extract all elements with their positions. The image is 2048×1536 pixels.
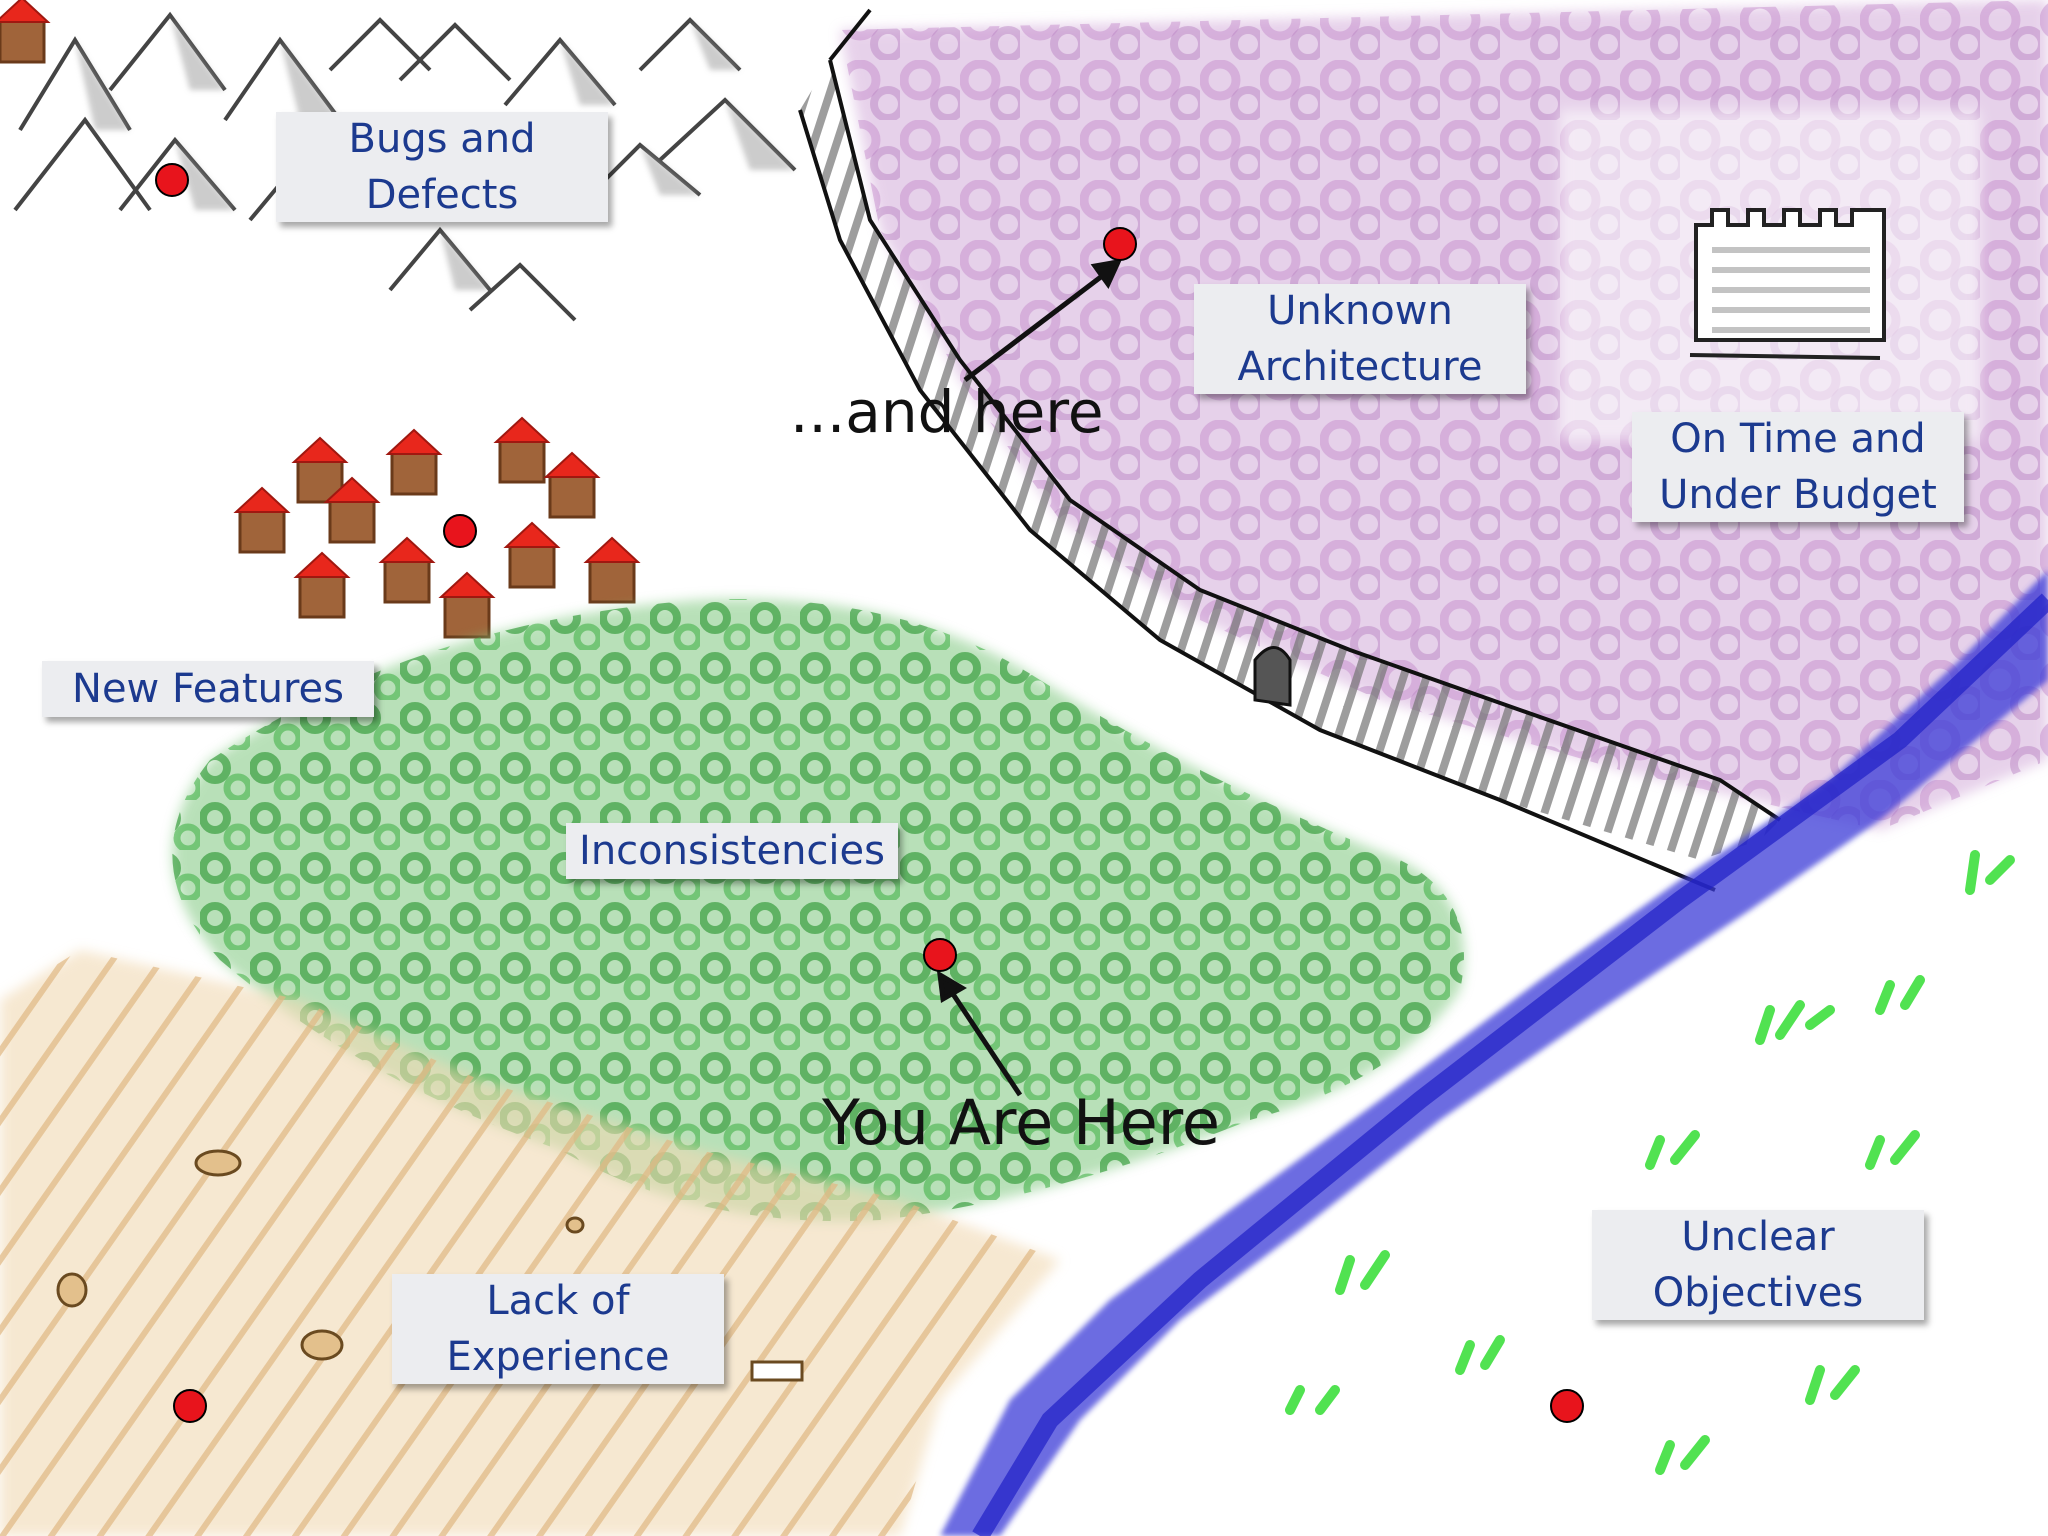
label-unclear-line1: Unclear [1681, 1214, 1835, 1260]
label-ontime-line1: On Time and [1670, 416, 1926, 462]
marker-lack-of-experience [173, 1389, 207, 1423]
label-inconsistencies: Inconsistencies [566, 823, 898, 879]
label-lack-line2: Experience [446, 1334, 670, 1380]
label-bugs-and-defects: Bugs and Defects [276, 112, 608, 222]
village-icon [0, 0, 640, 639]
wheat-field-icon [0, 950, 1060, 1536]
wall-icon [798, 8, 1782, 892]
label-inconsistencies-text: Inconsistencies [579, 828, 885, 874]
label-lack-line1: Lack of [486, 1278, 630, 1324]
marker-you-are-here [923, 938, 957, 972]
label-unknown-line2: Architecture [1237, 344, 1483, 390]
mountain-shading [75, 15, 795, 290]
label-unclear-objectives: Unclear Objectives [1592, 1210, 1924, 1320]
label-new-features-text: New Features [72, 666, 344, 712]
marker-unclear [1550, 1389, 1584, 1423]
label-unknown-architecture: Unknown Architecture [1194, 284, 1526, 394]
you-are-here-arrow [936, 970, 1023, 1097]
label-unknown-line1: Unknown [1267, 288, 1453, 334]
location-markers [155, 163, 1584, 1423]
fog-region [840, 0, 2048, 830]
label-bugs-line1: Bugs and [348, 116, 536, 162]
callout-and-here: ...and here [790, 378, 1104, 446]
label-bugs-line2: Defects [365, 172, 519, 218]
marker-village [443, 514, 477, 548]
label-ontime-line2: Under Budget [1659, 472, 1937, 518]
forest-icon [172, 599, 1465, 1222]
marker-and-here [1103, 227, 1137, 261]
label-unclear-line2: Objectives [1652, 1270, 1864, 1316]
label-on-time-under-budget: On Time and Under Budget [1632, 412, 1964, 522]
and-here-arrow [963, 258, 1123, 382]
marker-bugs [155, 163, 189, 197]
grass-tufts-icon [1285, 850, 2015, 1475]
river-icon [940, 570, 2048, 1536]
label-new-features: New Features [42, 661, 374, 717]
label-lack-of-experience: Lack of Experience [392, 1274, 724, 1384]
callout-you-are-here: You Are Here [822, 1086, 1221, 1159]
castle-tower-icon [1689, 208, 1886, 360]
